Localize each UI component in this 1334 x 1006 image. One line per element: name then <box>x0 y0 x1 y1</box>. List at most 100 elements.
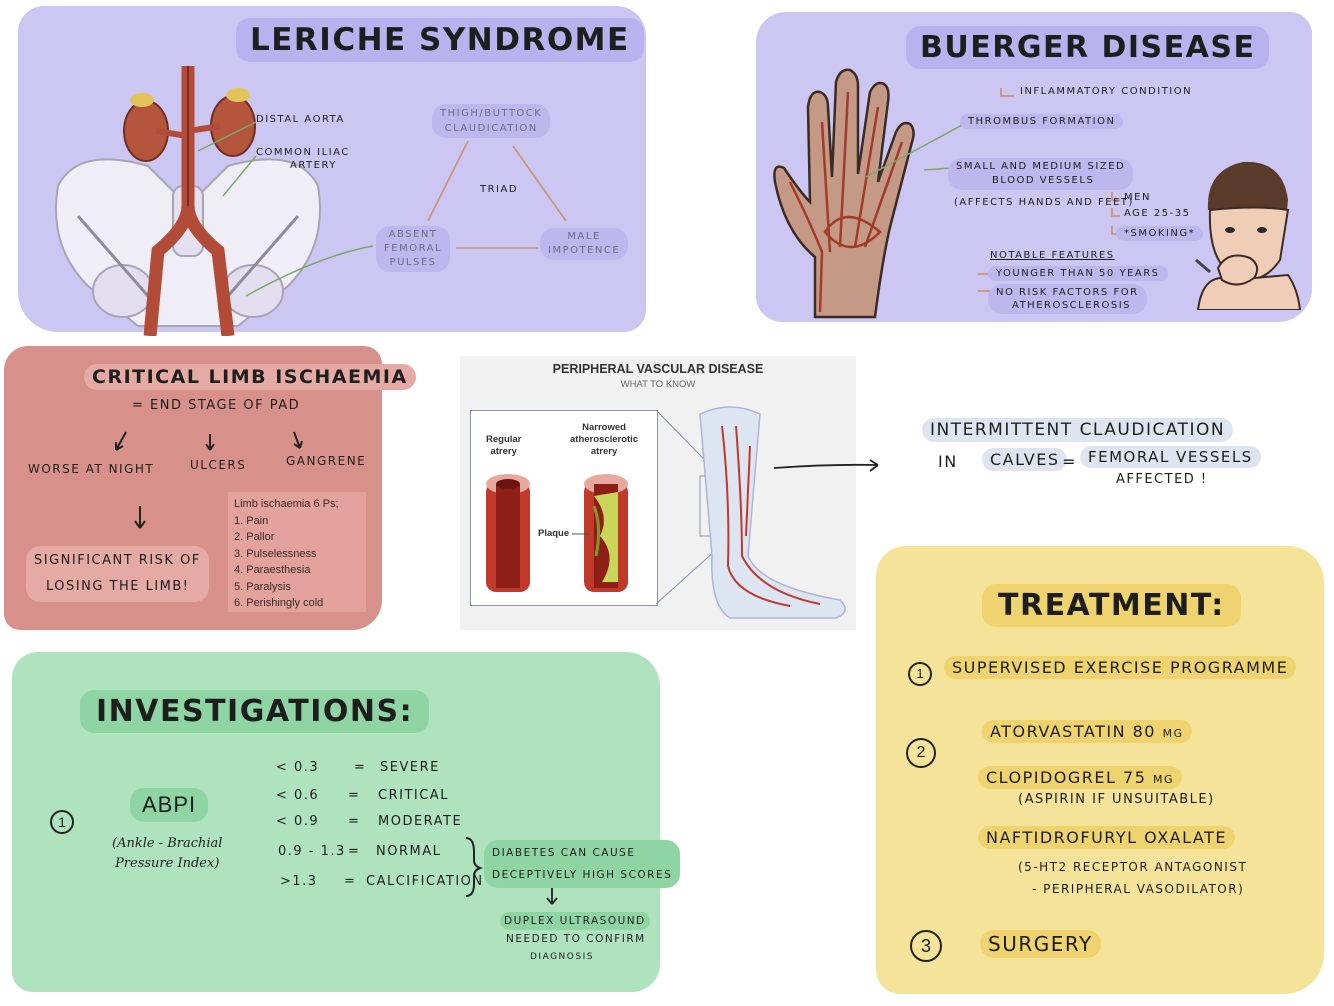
investigations-brace-arrow <box>465 837 558 905</box>
diabetes-note: DIABETES CAN CAUSE DECEPTIVELY HIGH SCOR… <box>484 840 681 888</box>
triad-right-line-1: MALE <box>567 231 601 242</box>
label-distal-aorta: DISTAL AORTA <box>256 114 345 125</box>
treatment-number-3: 3 <box>910 930 942 962</box>
naf-note-line-1: (5-HT2 RECEPTOR ANTAGONIST <box>1018 860 1248 874</box>
younger-than-50: YOUNGER THAN 50 YEARS <box>988 266 1168 281</box>
buerger-panel: BUERGER DISEASE INFLAMMATORY CONDITION T… <box>756 12 1312 322</box>
investigation-number-1: 1 <box>50 810 74 834</box>
narrowed-artery-label: Narrowed atherosclerotic atrery <box>570 422 638 458</box>
triad-left-line-2: FEMORAL <box>384 243 443 254</box>
claudication-equals: = <box>1062 452 1077 471</box>
naf-note-line-2: - PERIPHERAL VASODILATOR) <box>1032 882 1245 896</box>
six-ps-item: 3. Pulselessness <box>234 547 317 560</box>
hand-vessels-illustration <box>773 68 915 319</box>
no-risk-line-2: ATHEROSCLEROSIS <box>1012 300 1132 311</box>
affects-hands-feet: (AFFECTS HANDS AND FEET) <box>954 197 1134 208</box>
diabetes-line-1: DIABETES CAN CAUSE <box>492 847 636 859</box>
treatment-number-3-text: 3 <box>920 936 931 956</box>
abpi-meaning: CRITICAL <box>378 788 449 803</box>
risk-smoking: *SMOKING* <box>1116 226 1204 241</box>
leriche-title: LERICHE SYNDROME <box>236 18 644 62</box>
six-ps-item: 6. Perishingly cold <box>234 597 324 609</box>
cli-title: CRITICAL LIMB ISCHAEMIA <box>84 364 416 390</box>
abpi-value: < 0.6 <box>276 788 320 803</box>
diabetes-line-2: DECEPTIVELY HIGH SCORES <box>492 869 673 881</box>
six-ps-item: 5. Paralysis <box>234 580 291 593</box>
abpi-eq: = <box>348 814 361 829</box>
triad-right-line-2: IMPOTENCE <box>548 245 621 256</box>
duplex-line-3: DIAGNOSIS <box>530 952 594 962</box>
treatment-title: TREATMENT: <box>982 584 1241 627</box>
investigation-number-text: 1 <box>58 814 66 830</box>
six-ps-item: 2. Pallor <box>234 531 275 543</box>
risk-men: MEN <box>1124 192 1151 203</box>
duplex-note: DUPLEX ULTRASOUND NEEDED TO CONFIRM DIAG… <box>500 912 650 966</box>
abpi-value: < 0.9 <box>276 814 320 829</box>
triad-left-line-1: ABSENT <box>388 229 438 240</box>
narrowed-line-1: Narrowed <box>582 422 626 433</box>
ulcers: ULCERS <box>190 458 247 472</box>
small-medium-line-1: SMALL AND MEDIUM SIZED <box>956 161 1126 172</box>
gangrene: GANGRENE <box>286 454 367 468</box>
cli-panel: CRITICAL LIMB ISCHAEMIA = END STAGE OF P… <box>4 346 416 630</box>
small-medium-vessels: SMALL AND MEDIUM SIZED BLOOD VESSELS <box>948 158 1134 190</box>
abpi-full-line-1: (Ankle - Brachial <box>112 836 223 851</box>
triad-top-line-1: THIGH/BUTTOCK <box>440 108 543 119</box>
six-ps-title: Limb ischaemia 6 Ps; <box>234 498 339 510</box>
treatment-number-2-text: 2 <box>916 744 926 761</box>
triad-absent-femoral-pulses: ABSENT FEMORAL PULSES <box>376 226 451 272</box>
risk-of-losing-limb: SIGNIFICANT RISK OF LOSING THE LIMB! <box>26 546 209 602</box>
no-risk-line-1: NO RISK FACTORS FOR <box>996 287 1139 298</box>
atorvastatin: ATORVASTATIN 80 mg <box>982 720 1192 743</box>
abpi-eq: = <box>348 844 361 859</box>
pvd-figure: PERIPHERAL VASCULAR DISEASE WHAT TO KNOW… <box>460 356 856 630</box>
smoking-man-illustration <box>1195 161 1302 310</box>
duplex-line-2: NEEDED TO CONFIRM <box>506 933 646 945</box>
abpi-value: < 0.3 <box>276 760 320 775</box>
investigations-title: INVESTIGATIONS: <box>80 690 430 733</box>
treatment-number-2: 2 <box>906 738 936 768</box>
abpi-eq: = <box>354 760 367 775</box>
aspirin-note: (ASPIRIN IF UNSUITABLE) <box>1018 792 1215 807</box>
intermittent-claudication: INTERMITTENT CLAUDICATION <box>922 418 1234 442</box>
regular-line-2: atrery <box>490 446 517 457</box>
investigations-panel: INVESTIGATIONS: 1 ABPI (Ankle - Brachial… <box>12 652 681 992</box>
abpi-full-name: (Ankle - Brachial Pressure Index) <box>112 834 222 874</box>
no-risk-factors: NO RISK FACTORS FOR ATHEROSCLEROSIS <box>988 284 1147 314</box>
notable-features: NOTABLE FEATURES <box>990 250 1115 261</box>
regular-artery-label: Regular atrery <box>486 434 521 458</box>
small-medium-line-2: BLOOD VESSELS <box>992 175 1095 186</box>
six-ps-item: 1. Pain <box>234 514 269 527</box>
claudication-arrow <box>773 459 879 472</box>
pvd-artery-drawings <box>486 406 846 619</box>
claudication-calves: CALVES <box>982 448 1068 471</box>
leriche-panel: LERICHE SYNDROME DISTAL AORTA COMMON ILI… <box>18 6 646 336</box>
label-common-iliac: COMMON ILIAC <box>256 147 350 158</box>
cli-subtitle: = END STAGE OF PAD <box>132 398 301 413</box>
abpi-meaning: MODERATE <box>378 814 463 829</box>
six-ps-box: Limb ischaemia 6 Ps; 1. Pain 2. Pallor 3… <box>228 492 366 612</box>
inflammatory-condition: INFLAMMATORY CONDITION <box>1020 86 1193 97</box>
duplex-line-1: DUPLEX ULTRASOUND <box>500 912 650 930</box>
narrowed-line-2: atherosclerotic <box>570 434 639 445</box>
leriche-pointer-lines <box>197 121 567 297</box>
abpi-value: 0.9 - 1.3 <box>278 844 346 859</box>
abpi-eq: = <box>344 874 357 889</box>
abpi-meaning: SEVERE <box>380 760 440 775</box>
pvd-title: PERIPHERAL VASCULAR DISEASE <box>552 362 764 376</box>
treatment-panel: TREATMENT: 1 SUPERVISED EXERCISE PROGRAM… <box>876 546 1324 994</box>
risk-line-1: SIGNIFICANT RISK OF <box>34 553 201 568</box>
pvd-subtitle: WHAT TO KNOW <box>620 379 696 390</box>
abpi-full-line-2: Pressure Index) <box>115 856 220 871</box>
triad-thigh-buttock: THIGH/BUTTOCK CLAUDICATION <box>432 104 551 138</box>
treatment-number-1: 1 <box>908 662 932 686</box>
surgery: SURGERY <box>980 930 1101 958</box>
risk-age: AGE 25-35 <box>1124 208 1191 219</box>
treatment-number-1-text: 1 <box>916 666 924 681</box>
pelvis-aorta-illustration <box>55 66 321 336</box>
abpi-meaning: CALCIFICATION <box>366 874 484 889</box>
clopidogrel: CLOPIDOGREL 75 mg <box>978 766 1182 789</box>
six-ps-item: 4. Paraesthesia <box>234 564 311 576</box>
thrombus-formation: THROMBUS FORMATION <box>960 114 1124 129</box>
label-artery: ARTERY <box>290 160 337 171</box>
